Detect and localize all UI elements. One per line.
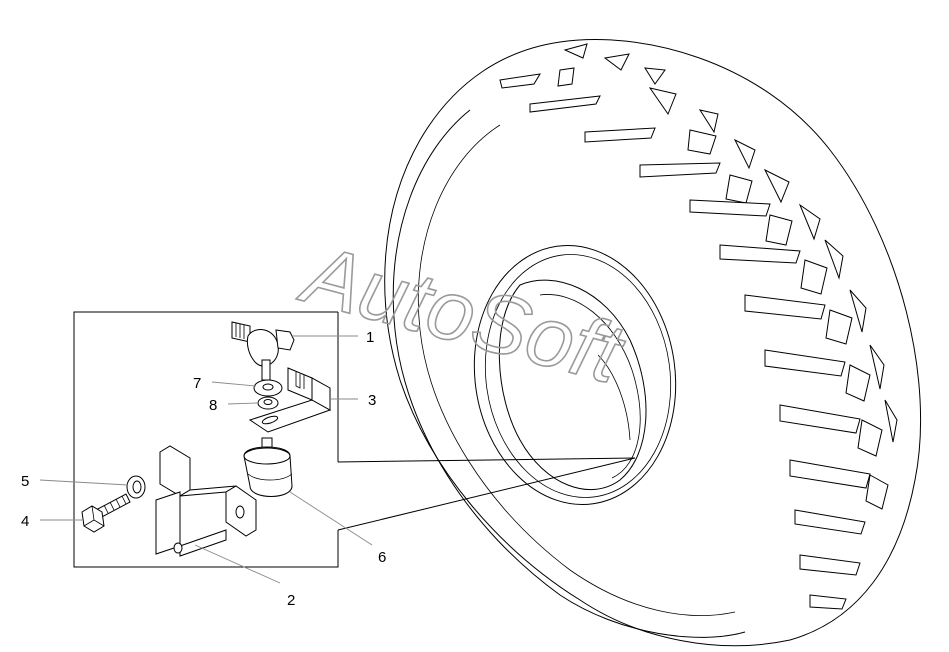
bolt [81, 493, 131, 533]
rim-outer [473, 245, 677, 505]
tread-pattern [499, 43, 898, 610]
callout-8: 8 [209, 397, 217, 414]
valve-bracket [248, 367, 332, 433]
nut [257, 396, 279, 410]
valve-elbow [231, 321, 295, 381]
callout-3: 3 [368, 392, 376, 409]
leader-line-bottom [337, 457, 636, 531]
sidewall-edge [392, 109, 746, 638]
callout-5: 5 [21, 473, 29, 490]
callout-2: 2 [287, 592, 295, 609]
leader-6 [289, 491, 373, 546]
rim-inner [498, 279, 647, 490]
leader-7 [211, 381, 257, 387]
sidewall-line [417, 124, 736, 616]
washer [253, 379, 283, 397]
mounting-bracket [155, 445, 257, 557]
callout-4: 4 [21, 513, 29, 530]
callout-1: 1 [366, 329, 374, 346]
spring-washer [126, 475, 146, 499]
tire [384, 39, 922, 647]
leader-2 [194, 544, 281, 584]
callout-leaders [39, 335, 373, 584]
rubber-mount [243, 437, 293, 497]
callout-7: 7 [193, 375, 201, 392]
detail-box [73, 311, 636, 568]
callout-6: 6 [378, 549, 386, 566]
detail-box-frame [73, 311, 339, 568]
leader-8 [227, 402, 259, 405]
rim-inner-flange [597, 354, 631, 441]
tire-outer-contour [384, 39, 922, 647]
leader-5 [39, 479, 129, 486]
callout-numbers: 1 2 3 4 5 6 7 8 [21, 329, 386, 609]
leader-line-top [337, 457, 636, 463]
rim-outer-lip [484, 254, 672, 498]
